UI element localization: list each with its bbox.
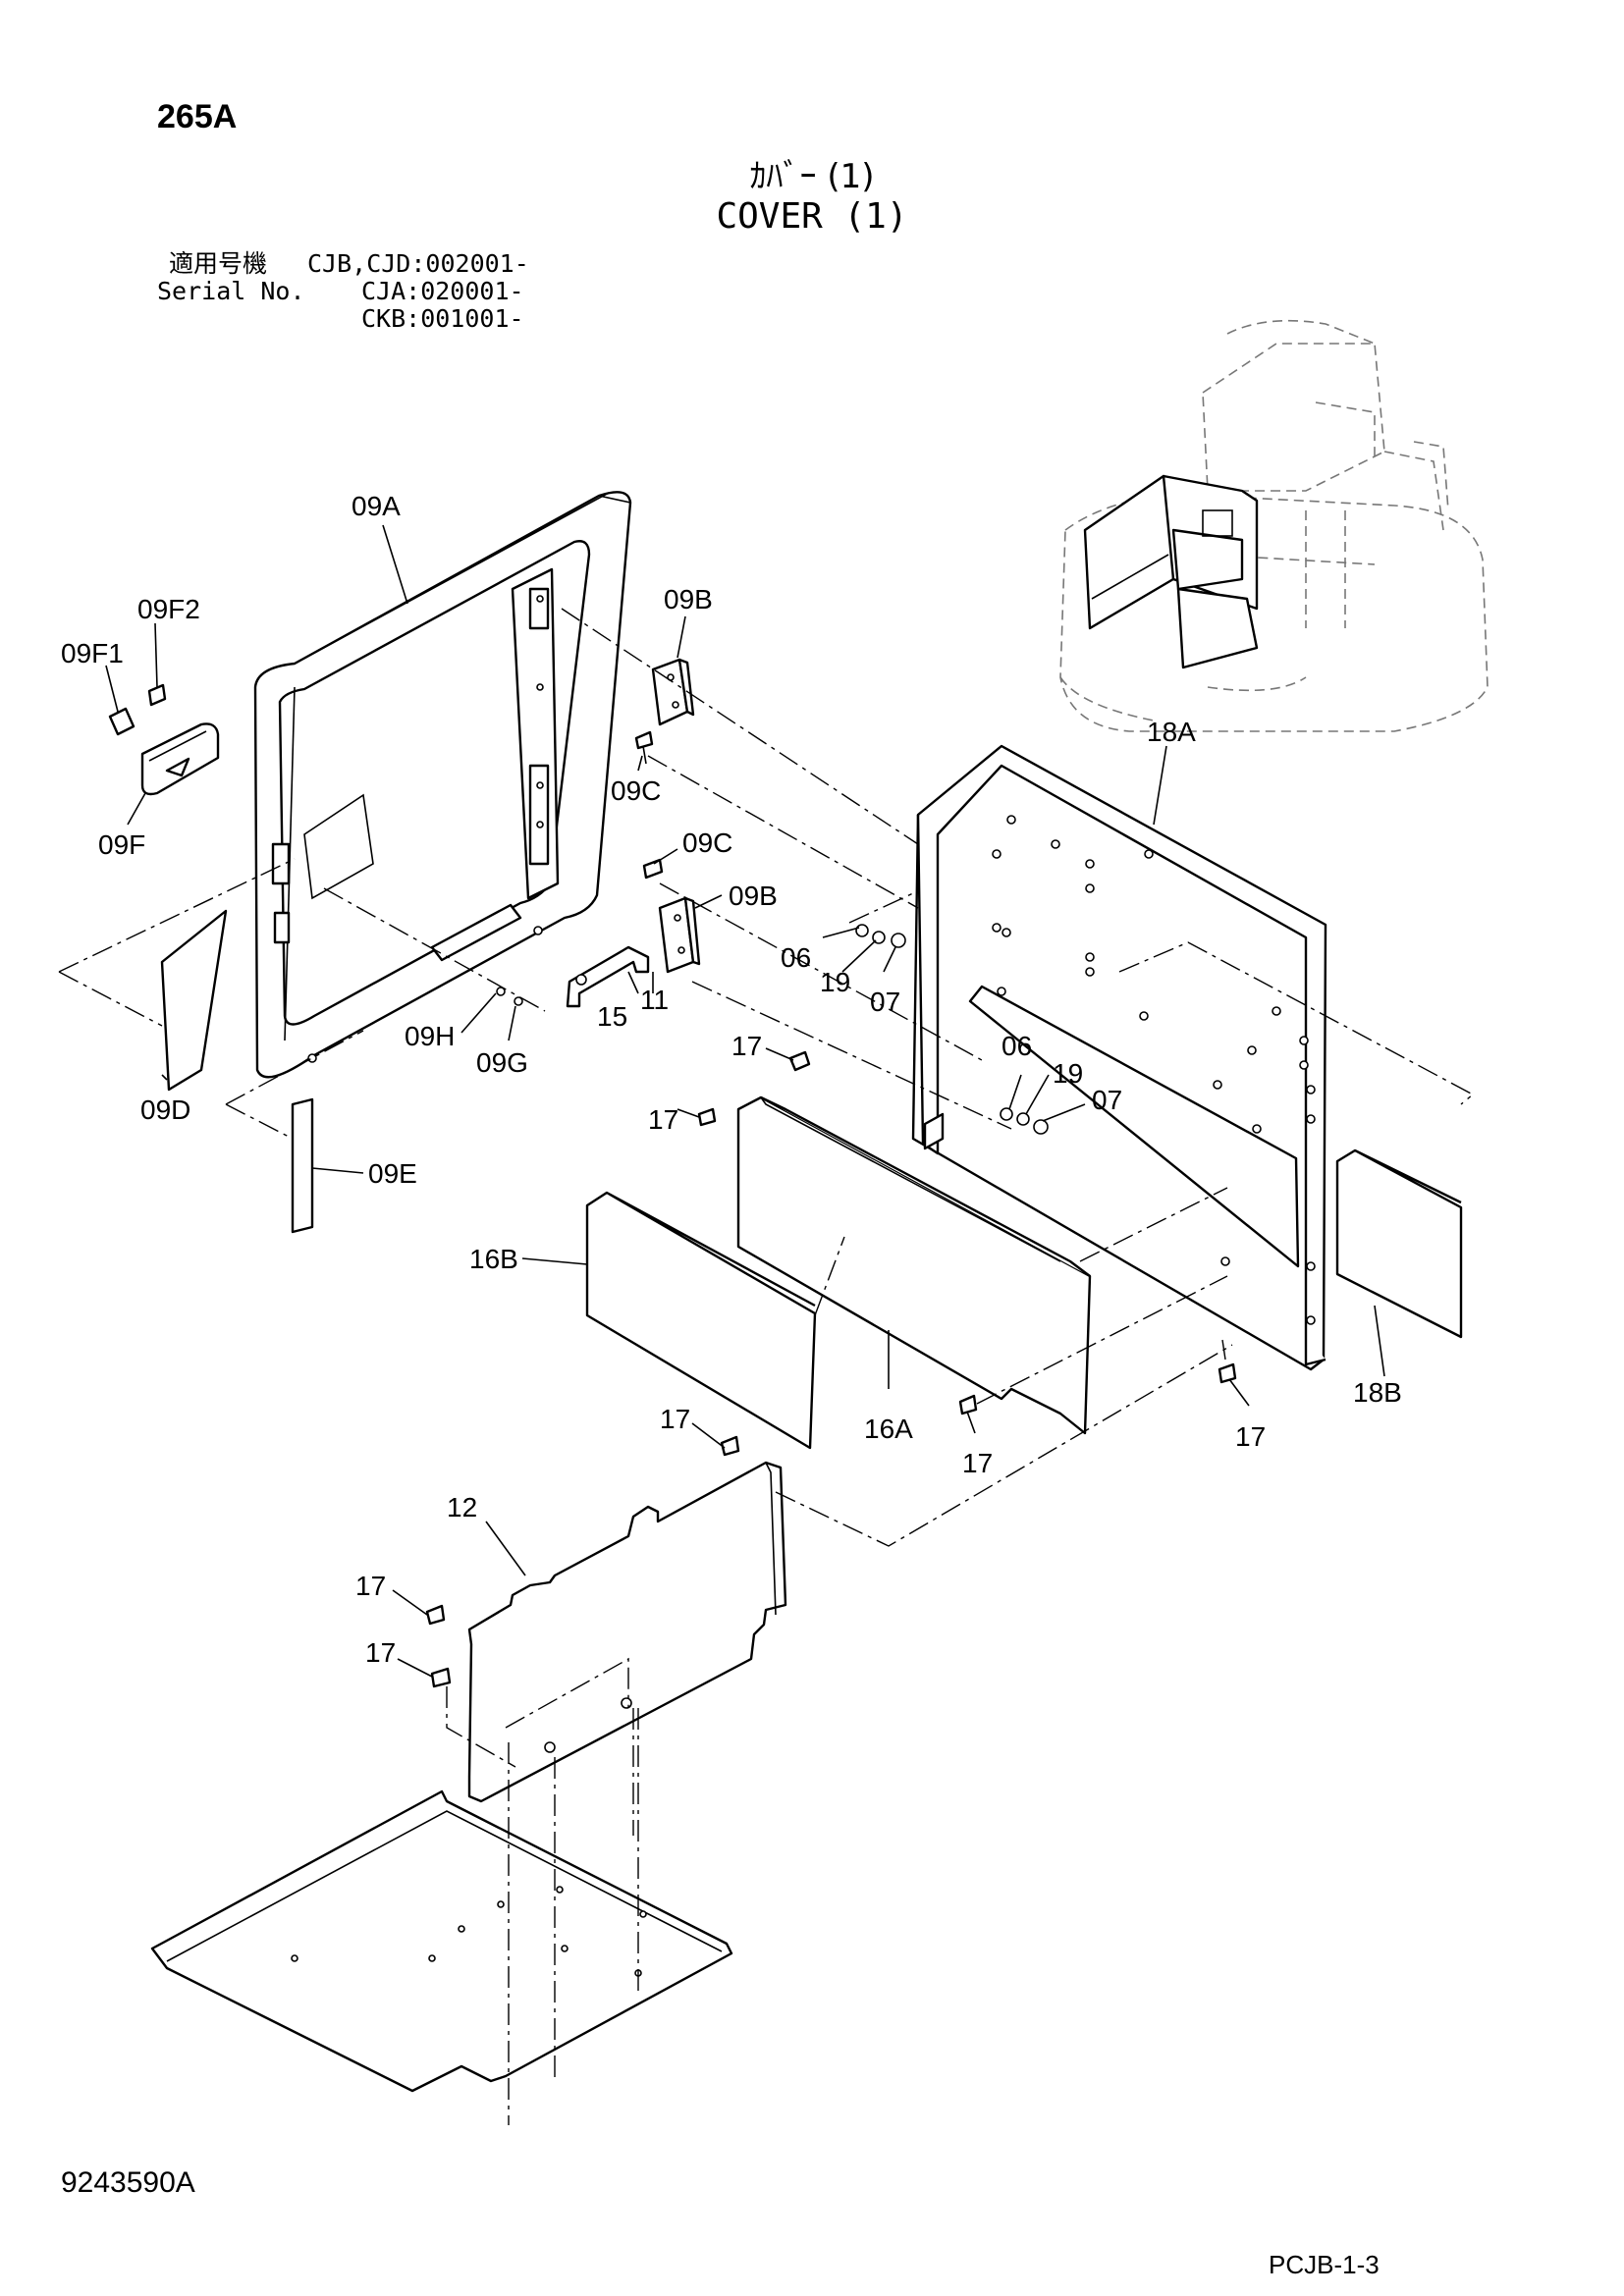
callout-17: 17 [355, 1571, 386, 1601]
part-16A-cover [736, 1095, 1092, 1435]
page-title-jp: ｶﾊﾞｰ (1) [749, 157, 875, 196]
part-09H [496, 987, 506, 996]
page-reference: PCJB-1-3 [1269, 2250, 1380, 2279]
callout-17: 17 [962, 1448, 993, 1478]
part-18A-panel [911, 744, 1327, 1371]
part-09F-assembly [108, 683, 220, 796]
callout-09G: 09G [476, 1047, 528, 1078]
serial-label-en: Serial No. [157, 277, 305, 305]
callout-19: 19 [1053, 1058, 1083, 1089]
callout-18A: 18A [1147, 717, 1196, 747]
callout-17: 17 [1235, 1421, 1266, 1452]
callout-06: 06 [1001, 1031, 1032, 1061]
drawing-number: 9243590A [61, 2166, 195, 2199]
part-09B-09C-middle [642, 858, 701, 974]
callout-09C: 09C [611, 775, 661, 806]
part-12-cover-plate [467, 1461, 787, 1803]
machine-location-inset [1059, 319, 1489, 732]
part-09D-seal [160, 909, 228, 1092]
serial-number: CJB,CJD:002001- [307, 249, 529, 278]
callout-labels: 09A 09F2 09F1 09F 09B 09C 09C 09B 06 19 … [61, 491, 1402, 1668]
page-title-en: COVER (1) [716, 196, 908, 237]
callout-09E: 09E [368, 1158, 417, 1189]
callout-09B: 09B [664, 584, 713, 614]
serial-number: CJA:020001- [361, 277, 524, 305]
part-09A-frame [253, 491, 632, 1079]
part-06-19-07-upper [855, 924, 906, 948]
part-09B-09C-upper [634, 658, 695, 765]
callout-09C: 09C [682, 828, 732, 858]
callout-17: 17 [731, 1031, 762, 1061]
callout-12: 12 [447, 1492, 477, 1522]
callout-15: 15 [597, 1001, 627, 1032]
callout-18B: 18B [1353, 1377, 1402, 1408]
part-18B-pad [1335, 1148, 1463, 1339]
callout-16B: 16B [469, 1244, 518, 1274]
part-06-19-07-lower [1000, 1107, 1049, 1135]
floor-plate [150, 1789, 733, 2093]
part-09G [514, 996, 523, 1006]
part-16B-pad [585, 1191, 817, 1450]
part-09E-seal [291, 1097, 314, 1234]
callout-09F: 09F [98, 829, 145, 860]
callout-09D: 09D [140, 1095, 190, 1125]
serial-number: CKB:001001- [361, 304, 524, 333]
callout-17: 17 [648, 1104, 678, 1135]
callout-09H: 09H [405, 1021, 455, 1051]
callout-19: 19 [820, 967, 850, 997]
page-id: 265A [157, 98, 238, 135]
assembly-lines [58, 608, 1475, 2125]
part-11-15-bracket [566, 945, 650, 1008]
callout-11: 11 [640, 985, 669, 1015]
callout-17: 17 [660, 1404, 690, 1434]
callout-09B: 09B [729, 881, 778, 911]
panel-holes [992, 815, 1316, 1325]
callout-17: 17 [365, 1637, 396, 1668]
bolts-17 [425, 1050, 1237, 1688]
callout-09A: 09A [352, 491, 401, 521]
callout-07: 07 [1092, 1085, 1122, 1115]
callout-09F1: 09F1 [61, 638, 124, 668]
callout-06: 06 [781, 942, 811, 973]
callout-16A: 16A [864, 1414, 913, 1444]
callout-09F2: 09F2 [137, 594, 200, 624]
leader-lines [105, 524, 1385, 1678]
callout-07: 07 [870, 987, 900, 1017]
serial-label-jp: 適用号機 [169, 249, 268, 278]
